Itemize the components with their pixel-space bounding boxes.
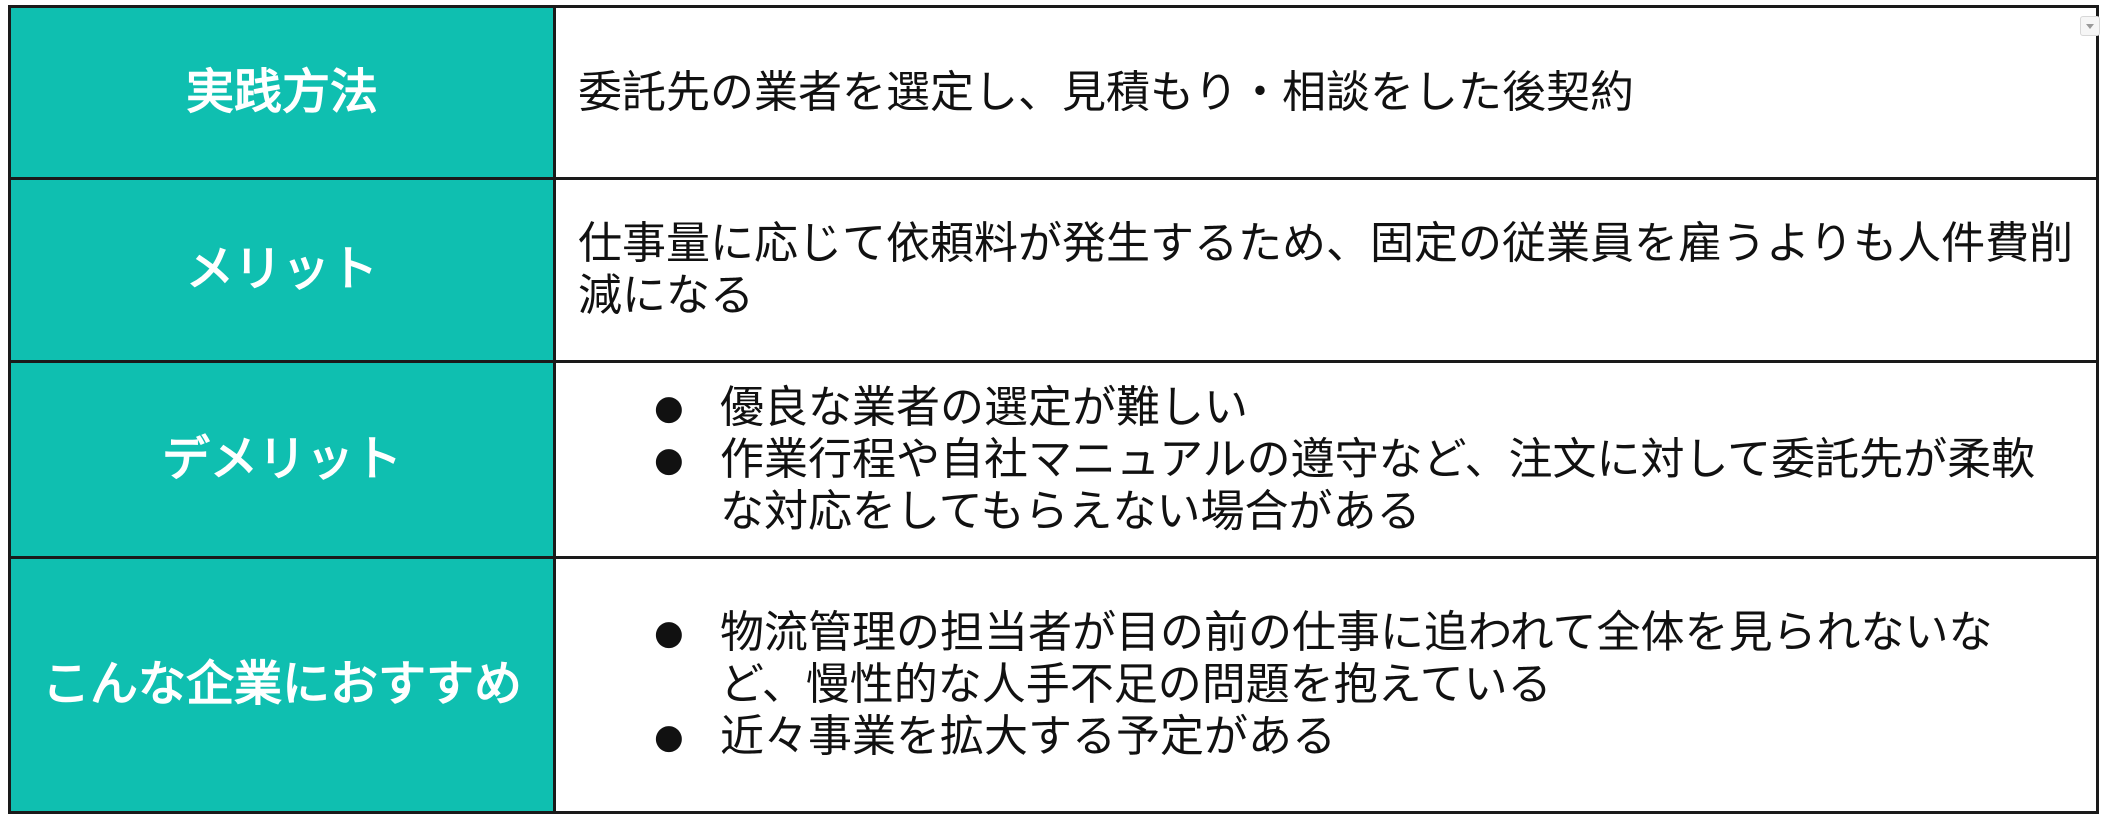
bullet-icon: ● (654, 387, 684, 428)
list-item: ● 近々事業を拡大する予定がある (578, 711, 2036, 763)
row-bullets-demerit: ● 優良な業者の選定が難しい ● 作業行程や自社マニュアルの遵守など、注文に対し… (553, 360, 2099, 559)
bullet-list: ● 物流管理の担当者が目の前の仕事に追われて全体を見られないなど、慢性的な人手不… (578, 607, 2076, 763)
bullet-icon: ● (654, 439, 684, 480)
bullet-text: 近々事業を拡大する予定がある (720, 711, 1336, 762)
table-row-method: 実践方法 委託先の業者を選定し、見積もり・相談をした後契約 (8, 5, 2099, 180)
list-item: ● 物流管理の担当者が目の前の仕事に追われて全体を見られないなど、慢性的な人手不… (578, 607, 2036, 711)
row-header-merit: メリット (8, 177, 556, 363)
chevron-down-icon[interactable] (2080, 16, 2100, 36)
comparison-table: 実践方法 委託先の業者を選定し、見積もり・相談をした後契約 メリット 仕事量に応… (8, 5, 2099, 814)
bullet-icon: ● (654, 613, 684, 653)
bullet-text: 作業行程や自社マニュアルの遵守など、注文に対して委託先が柔軟な対応をしてもらえな… (720, 433, 2036, 537)
row-header-recommended: こんな企業におすすめ (8, 556, 556, 814)
bullet-list: ● 優良な業者の選定が難しい ● 作業行程や自社マニュアルの遵守など、注文に対し… (578, 382, 2076, 538)
bullet-icon: ● (654, 717, 684, 757)
row-bullets-recommended: ● 物流管理の担当者が目の前の仕事に追われて全体を見られないなど、慢性的な人手不… (553, 556, 2099, 814)
table-row-demerit: デメリット ● 優良な業者の選定が難しい ● 作業行程や自社マニュアルの遵守など… (8, 360, 2099, 559)
bullet-text: 優良な業者の選定が難しい (720, 381, 1248, 433)
list-item: ● 作業行程や自社マニュアルの遵守など、注文に対して委託先が柔軟な対応をしてもら… (578, 434, 2036, 538)
list-item: ● 優良な業者の選定が難しい (578, 382, 2036, 434)
row-header-demerit: デメリット (8, 360, 556, 559)
row-text-method: 委託先の業者を選定し、見積もり・相談をした後契約 (553, 5, 2099, 180)
bullet-text: 物流管理の担当者が目の前の仕事に追われて全体を見られないなど、慢性的な人手不足の… (720, 607, 1993, 710)
row-header-method: 実践方法 (8, 5, 556, 180)
table-row-recommended: こんな企業におすすめ ● 物流管理の担当者が目の前の仕事に追われて全体を見られな… (8, 556, 2099, 814)
row-text-merit: 仕事量に応じて依頼料が発生するため、固定の従業員を雇うよりも人件費削減になる (553, 177, 2099, 363)
table-row-merit: メリット 仕事量に応じて依頼料が発生するため、固定の従業員を雇うよりも人件費削減… (8, 177, 2099, 363)
